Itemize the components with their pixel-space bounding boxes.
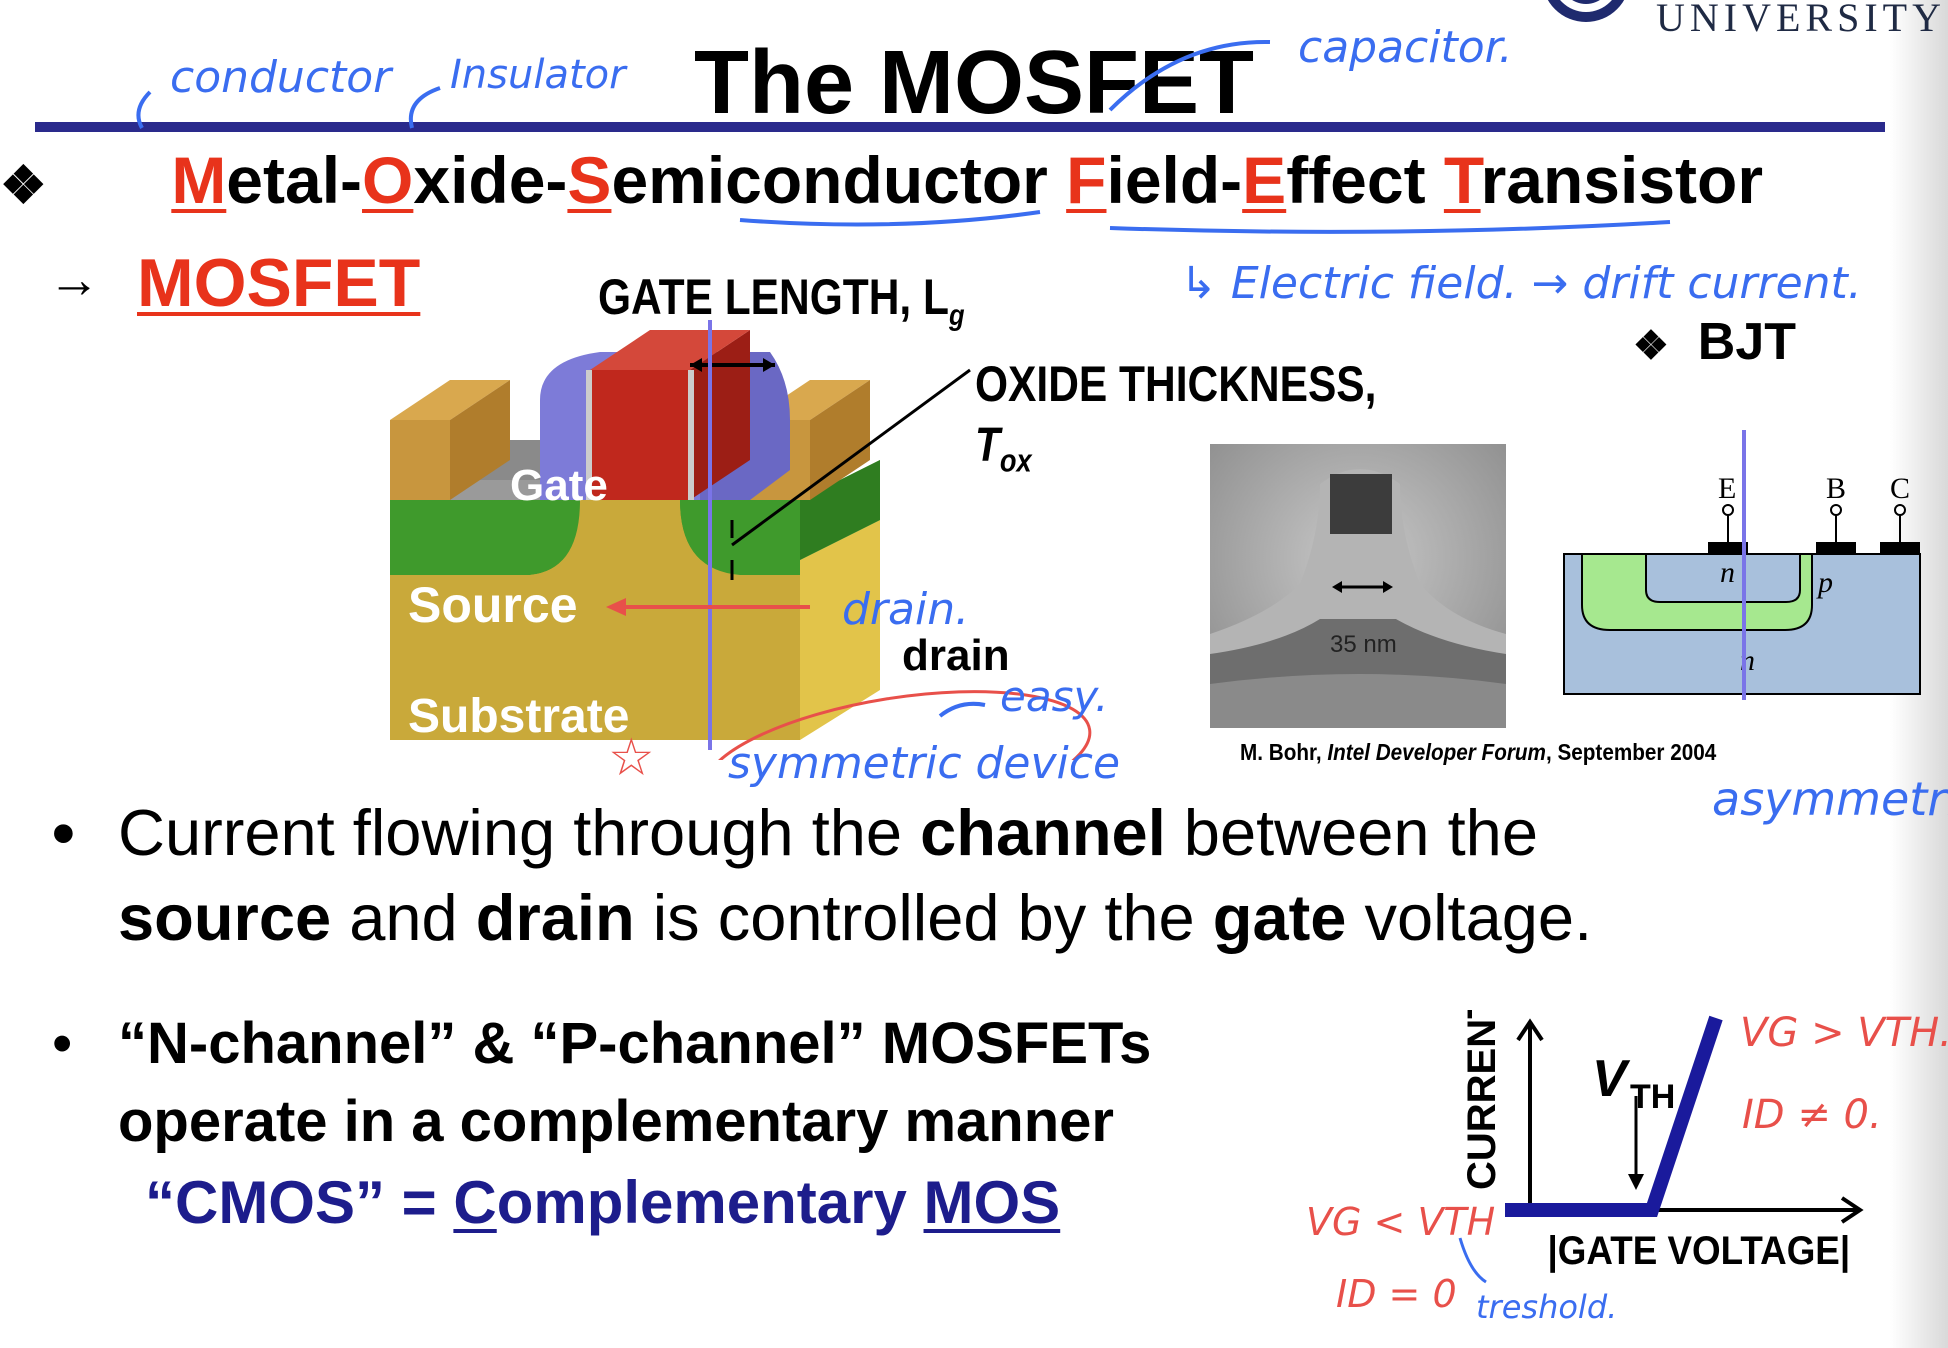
bullet-dot: • xyxy=(52,1011,73,1076)
base-terminal-label: B xyxy=(1826,472,1846,505)
tem-micrograph-image: 35 nm xyxy=(1210,444,1506,728)
source-region xyxy=(390,500,580,575)
acronym-letter: E xyxy=(1242,143,1287,217)
scale-label: 35 nm xyxy=(1330,631,1397,658)
annotation-threshold: treshold. xyxy=(1476,1288,1618,1326)
tox-label: Tox xyxy=(975,419,1032,479)
oxide-pointer-line xyxy=(731,368,971,547)
vth-label: V xyxy=(1592,1050,1631,1108)
mosfet-abbreviation: MOSFET xyxy=(137,245,421,321)
acronym-word: emiconductor xyxy=(611,143,1067,217)
annotation-symmetric-device: symmetric device xyxy=(728,738,1121,789)
acronym-letter: O xyxy=(362,143,414,217)
annotation-insulator: Insulator xyxy=(450,52,626,98)
annotation-easy: easy. xyxy=(1000,672,1109,721)
emitter-region-label: n xyxy=(1720,556,1735,589)
acronym-letter: T xyxy=(1443,143,1481,217)
diamond-bullet-icon: ❖ xyxy=(1633,324,1669,368)
gate-label: Gate xyxy=(510,461,608,510)
emitter-terminal-label: E xyxy=(1718,472,1736,505)
star-icon: ☆ xyxy=(608,728,655,788)
threshold-iv-plot: CURRENT |GATE VOLTAGE| V TH xyxy=(1460,1010,1864,1274)
current-axis-label: CURRENT xyxy=(1460,1010,1504,1190)
symmetric-device-circle xyxy=(702,690,1092,760)
acronym-word: xide- xyxy=(413,143,568,217)
gate-voltage-axis-label: |GATE VOLTAGE| xyxy=(1548,1229,1851,1274)
gate-length-label: GATE LENGTH, Lg xyxy=(598,269,965,332)
bjt-heading: ❖ BJT xyxy=(1633,313,1797,371)
acronym-word: ransistor xyxy=(1480,143,1764,217)
annotation-vg-less: VG < VTH xyxy=(1306,1200,1496,1244)
annotation-id-nonzero: ID ≠ 0. xyxy=(1742,1092,1882,1138)
university-wordmark: UNIVERSITY xyxy=(1656,0,1946,40)
annotation-asymmetric: asymmetric xyxy=(1712,772,1948,826)
annotation-electric-field: ↳ Electric field. → drift current. xyxy=(1180,258,1862,309)
substrate-label: Substrate xyxy=(408,690,629,743)
substrate-side xyxy=(800,520,880,740)
emitter-region xyxy=(1645,553,1801,603)
base-region-label: p xyxy=(1816,566,1833,599)
mosfet-cross-section-diagram: Gate Source drain Substrate xyxy=(390,320,1092,760)
gate-electrode xyxy=(590,370,690,500)
vth-subscript: TH xyxy=(1630,1078,1675,1116)
bullet-dot: • xyxy=(52,796,75,869)
bjt-cross-section-diagram: E B C n p n xyxy=(1563,430,1921,700)
oxide-thickness-label: OXIDE THICKNESS, xyxy=(975,356,1377,412)
acronym-letter: M xyxy=(171,143,227,217)
annotation-capacitor: capacitor. xyxy=(1298,22,1513,73)
annotation-drain: drain. xyxy=(842,584,970,635)
acronym-letter: F xyxy=(1066,143,1107,217)
acronym-word: etal- xyxy=(226,143,363,217)
iv-curve xyxy=(1505,1015,1723,1217)
acronym-word: ffect xyxy=(1286,143,1444,217)
right-arrow-icon: → xyxy=(48,251,100,309)
annotation-id-zero: ID = 0 xyxy=(1336,1272,1457,1316)
title-divider xyxy=(35,122,1885,132)
annotation-vg-greater: VG > VTH. xyxy=(1740,1010,1948,1056)
slide-title: The MOSFET xyxy=(694,33,1254,133)
annotation-conductor: conductor xyxy=(170,52,392,103)
acronym-word: ield- xyxy=(1106,143,1243,217)
source-label: Source xyxy=(408,577,578,633)
university-seal-icon xyxy=(1547,0,1625,22)
channel-substrate xyxy=(390,500,800,740)
photo-caption: M. Bohr, Intel Developer Forum, Septembe… xyxy=(1240,739,1717,765)
acronym-letter: S xyxy=(567,143,612,217)
acronym-line: ❖ Metal-Oxide-Semiconductor Field-Effect… xyxy=(0,142,1763,218)
gate-block xyxy=(1330,474,1392,534)
drain-label: drain xyxy=(902,631,1010,680)
collector-terminal-label: C xyxy=(1890,472,1910,505)
cmos-definition: “CMOS” = Complementary MOS xyxy=(145,1169,1061,1236)
diamond-bullet-icon: ❖ xyxy=(0,157,47,215)
